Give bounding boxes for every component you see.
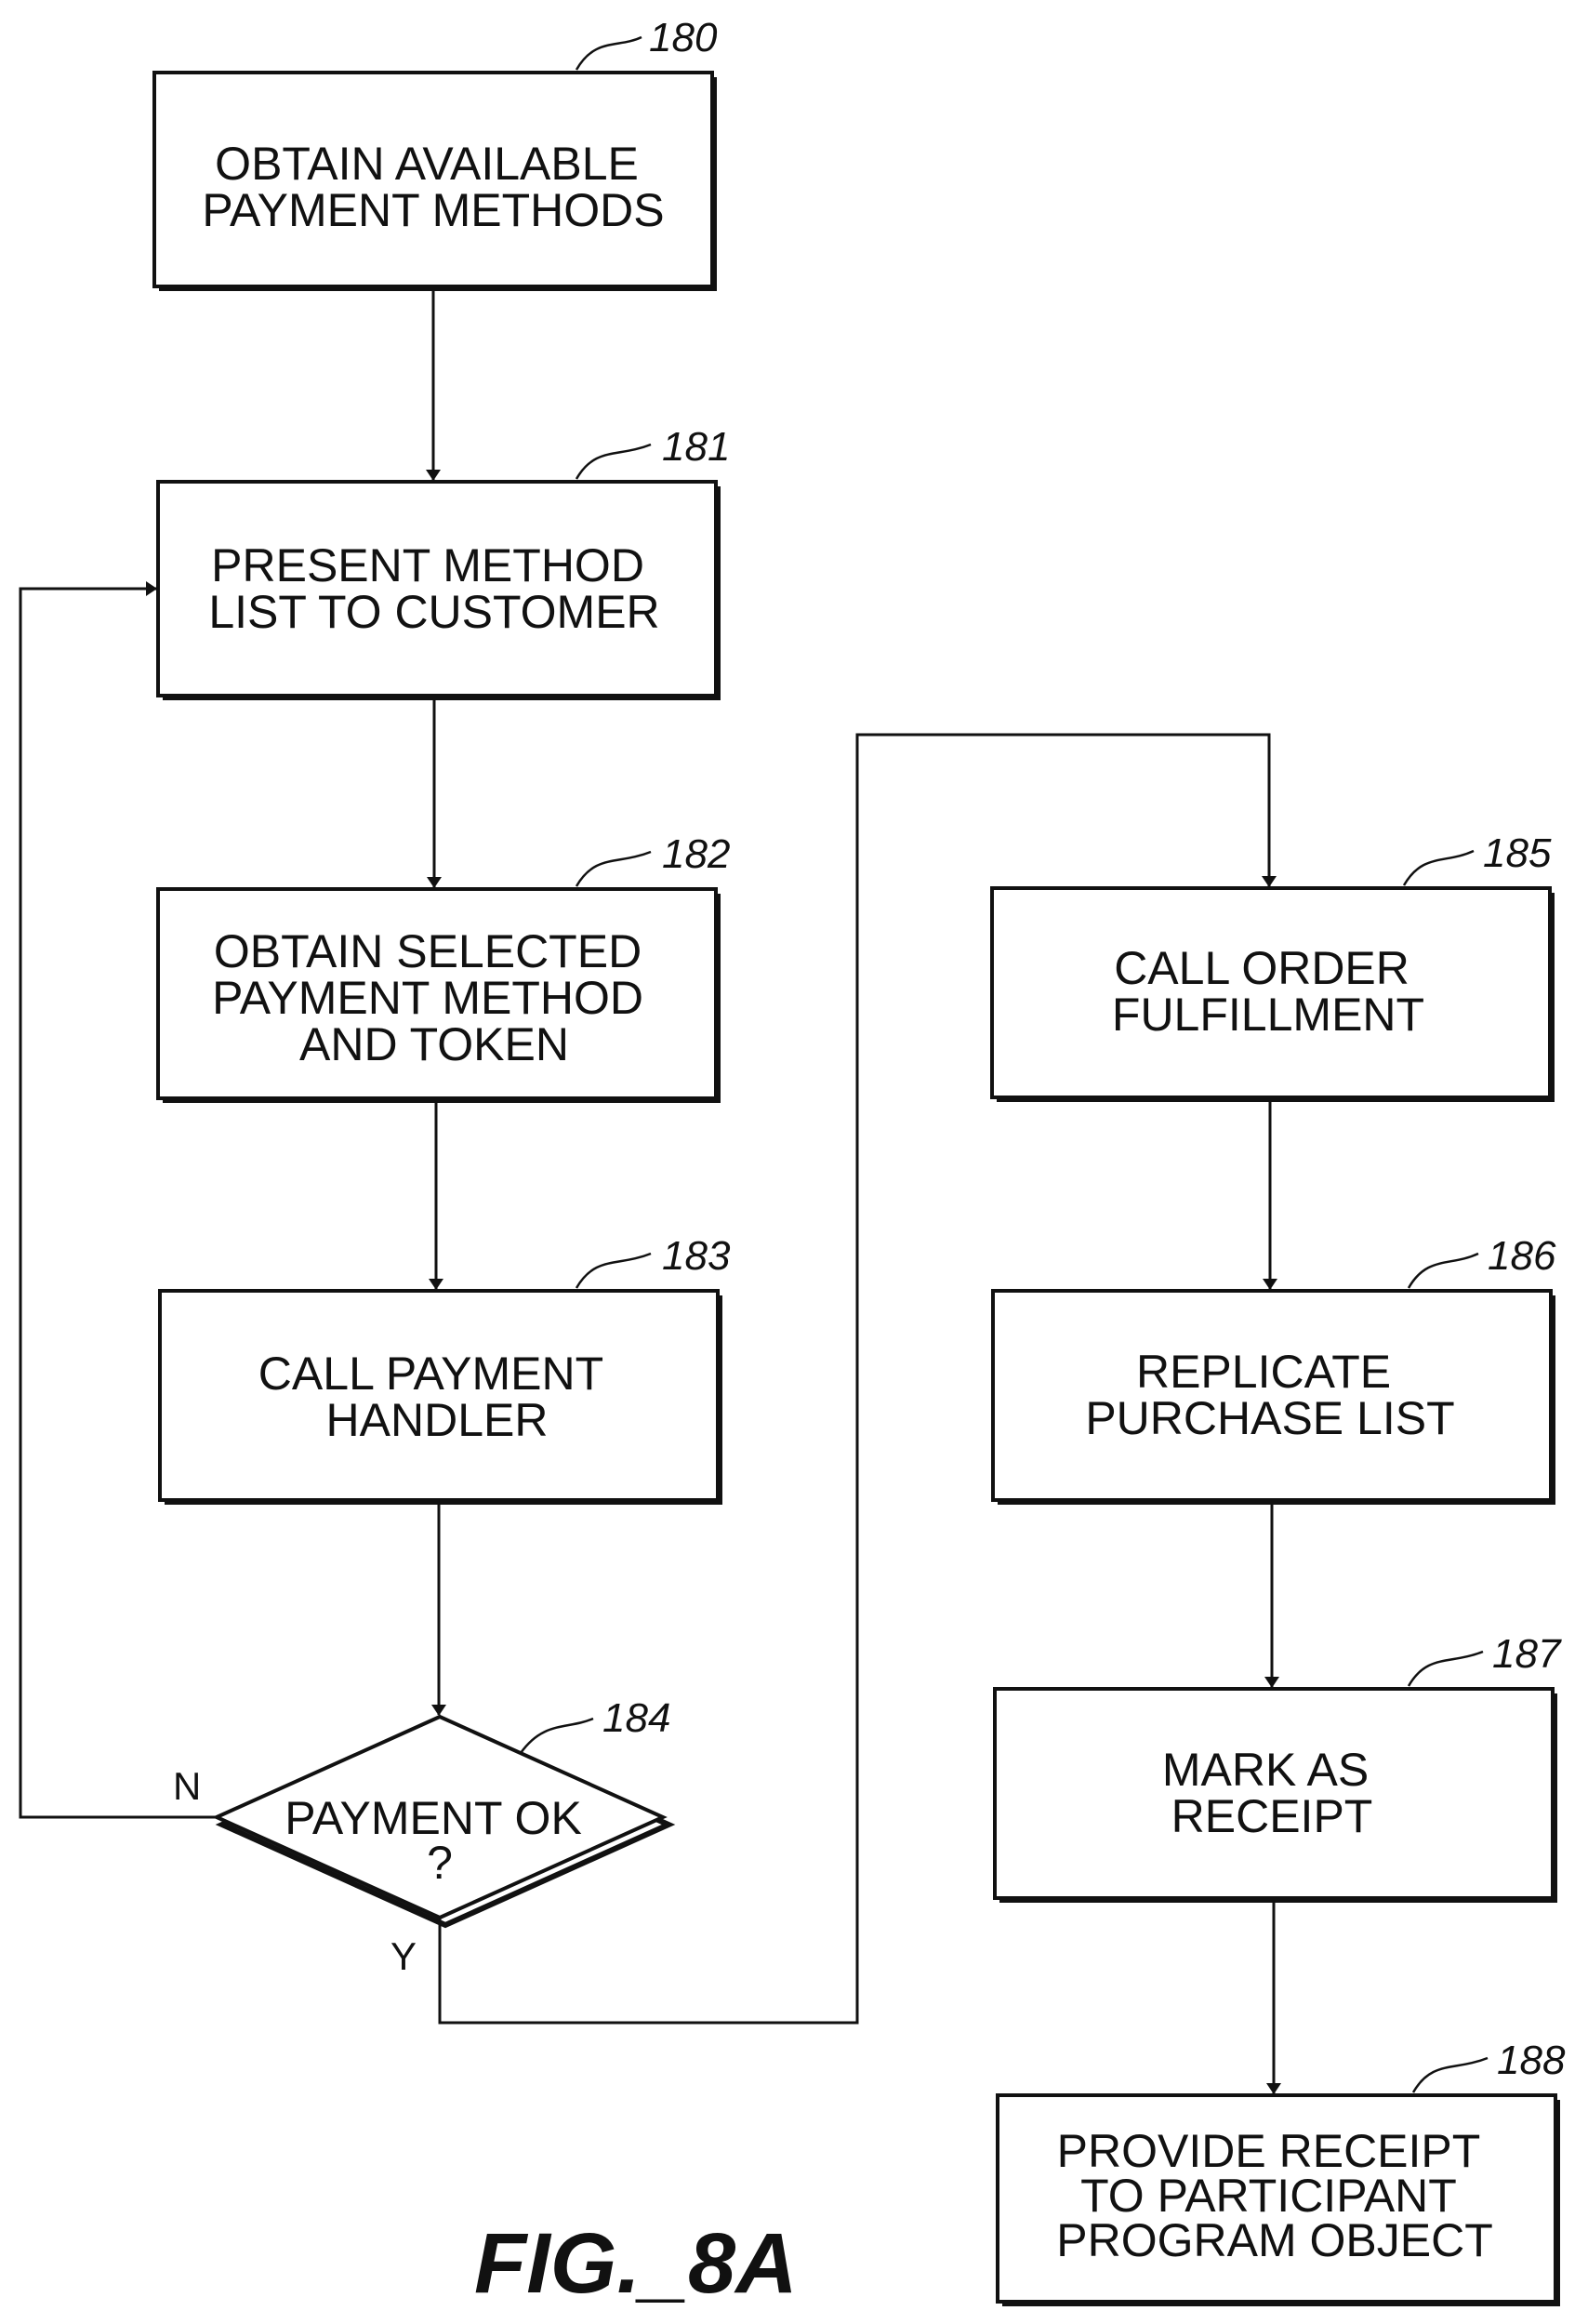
step-184-leader bbox=[519, 1717, 594, 1754]
step-180-label: OBTAIN AVAILABLE PAYMENT METHODS bbox=[202, 138, 664, 236]
step-188: PROVIDE RECEIPT TO PARTICIPANT PROGRAM O… bbox=[996, 2038, 1566, 2306]
step-187-leader bbox=[1407, 1650, 1484, 1687]
step-188-leader bbox=[1411, 2056, 1489, 2093]
step-185-leader bbox=[1402, 849, 1475, 886]
step-183-ref: 183 bbox=[662, 1233, 731, 1279]
step-186-leader bbox=[1407, 1252, 1479, 1289]
step-183: CALL PAYMENT HANDLER 183 bbox=[158, 1233, 731, 1505]
step-188-box bbox=[996, 2093, 1557, 2304]
step-186-ref: 186 bbox=[1488, 1233, 1556, 1279]
step-187: MARK AS RECEIPT 187 bbox=[993, 1631, 1562, 1903]
step-188-ref: 188 bbox=[1497, 2038, 1566, 2083]
step-188-label: PROVIDE RECEIPT TO PARTICIPANT PROGRAM O… bbox=[1056, 2125, 1492, 2266]
step-184-decision: PAYMENT OK ? 184 N Y bbox=[173, 1695, 676, 1978]
step-182-ref: 182 bbox=[662, 831, 730, 877]
step-182-label: OBTAIN SELECTED PAYMENT METHOD AND TOKEN bbox=[212, 925, 656, 1070]
step-184-label: PAYMENT OK ? bbox=[285, 1792, 594, 1889]
step-181-box bbox=[156, 480, 718, 697]
step-187-box bbox=[993, 1687, 1555, 1900]
step-182-box bbox=[156, 887, 718, 1100]
step-186-label: REPLICATE PURCHASE LIST bbox=[1085, 1346, 1454, 1444]
decision-yes-label: Y bbox=[390, 1934, 417, 1978]
step-181-ref: 181 bbox=[662, 424, 730, 470]
step-187-ref: 187 bbox=[1492, 1631, 1562, 1677]
step-183-label: CALL PAYMENT HANDLER bbox=[258, 1348, 615, 1446]
step-182-leader bbox=[575, 850, 652, 887]
step-187-label: MARK AS RECEIPT bbox=[1162, 1744, 1382, 1842]
step-181-label: PRESENT METHOD LIST TO CUSTOMER bbox=[208, 539, 659, 638]
edge-184-no-loop-to-181 bbox=[19, 581, 217, 1819]
step-180-leader bbox=[575, 35, 642, 71]
step-185-label: CALL ORDER FULFILLMENT bbox=[1112, 942, 1424, 1041]
step-186-box bbox=[991, 1289, 1553, 1502]
edge-184-yes-to-185 bbox=[438, 733, 1277, 2025]
step-183-leader bbox=[575, 1252, 652, 1289]
step-180-box bbox=[152, 71, 714, 288]
step-181-leader bbox=[575, 443, 652, 480]
figure-label: FIG._8A bbox=[474, 2216, 798, 2311]
step-182: OBTAIN SELECTED PAYMENT METHOD AND TOKEN… bbox=[156, 831, 730, 1103]
step-180: OBTAIN AVAILABLE PAYMENT METHODS 180 bbox=[152, 15, 718, 291]
step-184-ref: 184 bbox=[602, 1695, 670, 1741]
step-185-box bbox=[990, 886, 1552, 1099]
step-185-ref: 185 bbox=[1483, 830, 1552, 876]
step-185: CALL ORDER FULFILLMENT 185 bbox=[990, 830, 1555, 1102]
step-180-ref: 180 bbox=[649, 15, 718, 60]
step-186: REPLICATE PURCHASE LIST 186 bbox=[991, 1233, 1556, 1505]
decision-no-label: N bbox=[173, 1764, 201, 1808]
step-183-box bbox=[158, 1289, 720, 1502]
step-181: PRESENT METHOD LIST TO CUSTOMER 181 bbox=[156, 424, 730, 700]
